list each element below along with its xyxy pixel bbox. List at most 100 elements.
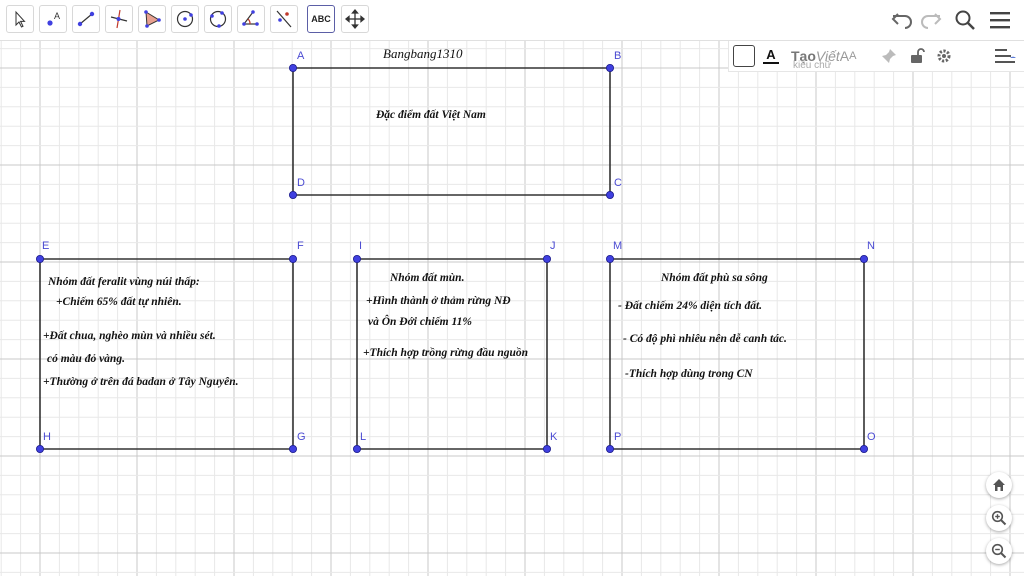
point-b[interactable]: [606, 64, 615, 73]
font-preview-1: Tạo: [791, 48, 816, 64]
point-o[interactable]: [860, 444, 869, 453]
move-graphics-tool-button[interactable]: [341, 5, 369, 33]
point-k[interactable]: [543, 444, 552, 453]
perpendicular-line-tool-button[interactable]: [105, 5, 133, 33]
segment-tool-button[interactable]: [72, 5, 100, 33]
text-color-underline: [763, 62, 779, 64]
search-button[interactable]: [951, 6, 979, 34]
text-tool-button[interactable]: ABC: [307, 5, 335, 33]
circle-tool-button[interactable]: [171, 5, 199, 33]
point-label-b: B: [614, 50, 622, 62]
phusa-text-4[interactable]: -Thích hợp dùng trong CN: [625, 368, 753, 380]
point-label-j: J: [550, 240, 556, 252]
undo-icon: [891, 13, 912, 29]
undo-button[interactable]: [888, 6, 916, 34]
move-arrows-icon: [344, 8, 366, 30]
point-label-l: L: [360, 431, 367, 443]
main-menu-button[interactable]: [986, 6, 1014, 34]
font-preview-4: A: [849, 50, 857, 62]
mun-text-1[interactable]: Nhóm đất mùn.: [390, 272, 465, 284]
phusa-text-3[interactable]: - Có độ phì nhiêu nên dễ canh tác.: [623, 333, 787, 345]
angle-tool-button[interactable]: [237, 5, 265, 33]
feralit-text-5[interactable]: +Thường ở trên đá badan ở Tây Nguyên.: [43, 376, 239, 388]
grid: [0, 40, 1024, 576]
point-m[interactable]: [606, 254, 615, 263]
search-icon: [955, 10, 975, 30]
point-g[interactable]: [288, 444, 297, 453]
point-label-n: N: [867, 240, 875, 252]
toggle-style-bar-button[interactable]: [991, 44, 1019, 68]
mun-text-3[interactable]: và Ôn Đới chiếm 11%: [368, 316, 472, 328]
point-label-m: M: [613, 240, 623, 252]
feralit-text-1[interactable]: Nhóm đất feralit vùng núi thấp:: [48, 276, 200, 288]
pin-button[interactable]: [877, 44, 901, 68]
conic-tool-button[interactable]: [204, 5, 232, 33]
circle-three-points-icon: [209, 10, 227, 28]
redo-button[interactable]: [917, 6, 945, 34]
point-i[interactable]: [352, 254, 361, 263]
feralit-text-3[interactable]: +Đất chua, nghèo mùn và nhiều sét.: [43, 330, 216, 342]
point-label-i: I: [359, 240, 363, 252]
point-icon: A: [47, 11, 60, 26]
zoom-in-button[interactable]: [986, 505, 1012, 531]
reflect-tool-button[interactable]: [270, 5, 298, 33]
svg-text:A: A: [54, 11, 60, 21]
main-toolbar: A ABC: [0, 0, 1024, 41]
point-c[interactable]: [606, 190, 615, 199]
mun-text-2[interactable]: +Hình thành ở thảm rừng NĐ: [366, 295, 511, 307]
text-tool-label: ABC: [311, 14, 331, 24]
text-style-button[interactable]: Tạo Viết A A kiểu chữ: [791, 44, 871, 68]
feralit-text-2[interactable]: +Chiếm 65% đất tự nhiên.: [56, 296, 182, 308]
phusa-text-2[interactable]: - Đất chiếm 24% diện tích đất.: [618, 300, 763, 312]
segment-icon: [77, 11, 95, 27]
color-swatch-icon: [733, 45, 755, 67]
point-p[interactable]: [606, 444, 615, 453]
reflect-line-icon: [276, 10, 292, 28]
angle-icon: [242, 10, 259, 26]
hamburger-menu-icon: [990, 12, 1010, 29]
point-label-o: O: [867, 431, 876, 443]
point-label-a: A: [297, 50, 305, 62]
point-label-c: C: [614, 177, 622, 189]
rectangle-mnop[interactable]: [609, 258, 865, 450]
font-preview-sub: kiểu chữ: [793, 60, 832, 68]
canvas-title-text[interactable]: Bangbang1310: [383, 46, 463, 61]
point-n[interactable]: [860, 254, 869, 263]
point-l[interactable]: [352, 444, 361, 453]
perpendicular-line-icon: [110, 9, 128, 29]
point-label-g: G: [297, 431, 306, 443]
zoom-in-icon: [991, 510, 1007, 526]
main-title-text[interactable]: Đặc điểm đất Việt Nam: [376, 109, 486, 121]
cursor-arrow-icon: [15, 10, 26, 28]
polygon-tool-button[interactable]: [138, 5, 166, 33]
zoom-out-button[interactable]: [986, 538, 1012, 564]
point-tool-button[interactable]: A: [39, 5, 67, 33]
home-icon: [993, 479, 1005, 491]
feralit-text-4[interactable]: có màu đỏ vàng.: [47, 353, 125, 365]
font-preview-3: A: [839, 48, 850, 64]
redo-icon: [921, 13, 942, 29]
lock-button[interactable]: [905, 44, 929, 68]
polygon-icon: [144, 10, 161, 28]
point-j[interactable]: [543, 254, 552, 263]
point-e[interactable]: [36, 254, 45, 263]
zoom-out-icon: [991, 543, 1007, 559]
point-f[interactable]: [288, 254, 297, 263]
point-label-k: K: [550, 431, 558, 443]
text-color-button[interactable]: A: [759, 44, 783, 68]
style-bar-menu-icon: [995, 49, 1016, 63]
point-label-e: E: [42, 240, 50, 252]
standard-view-button[interactable]: [986, 472, 1012, 498]
move-tool-button[interactable]: [6, 5, 34, 33]
point-h[interactable]: [36, 444, 45, 453]
settings-button[interactable]: [932, 44, 956, 68]
point-a[interactable]: [288, 64, 297, 73]
mun-text-4[interactable]: +Thích hợp trồng rừng đầu nguồn: [363, 347, 529, 359]
unlock-icon: [911, 48, 925, 63]
gear-icon: [937, 49, 951, 63]
phusa-text-1[interactable]: Nhóm đất phù sa sông: [661, 272, 768, 284]
point-d[interactable]: [288, 190, 297, 199]
text-color-glyph: A: [766, 47, 776, 62]
background-color-button[interactable]: [732, 44, 756, 68]
